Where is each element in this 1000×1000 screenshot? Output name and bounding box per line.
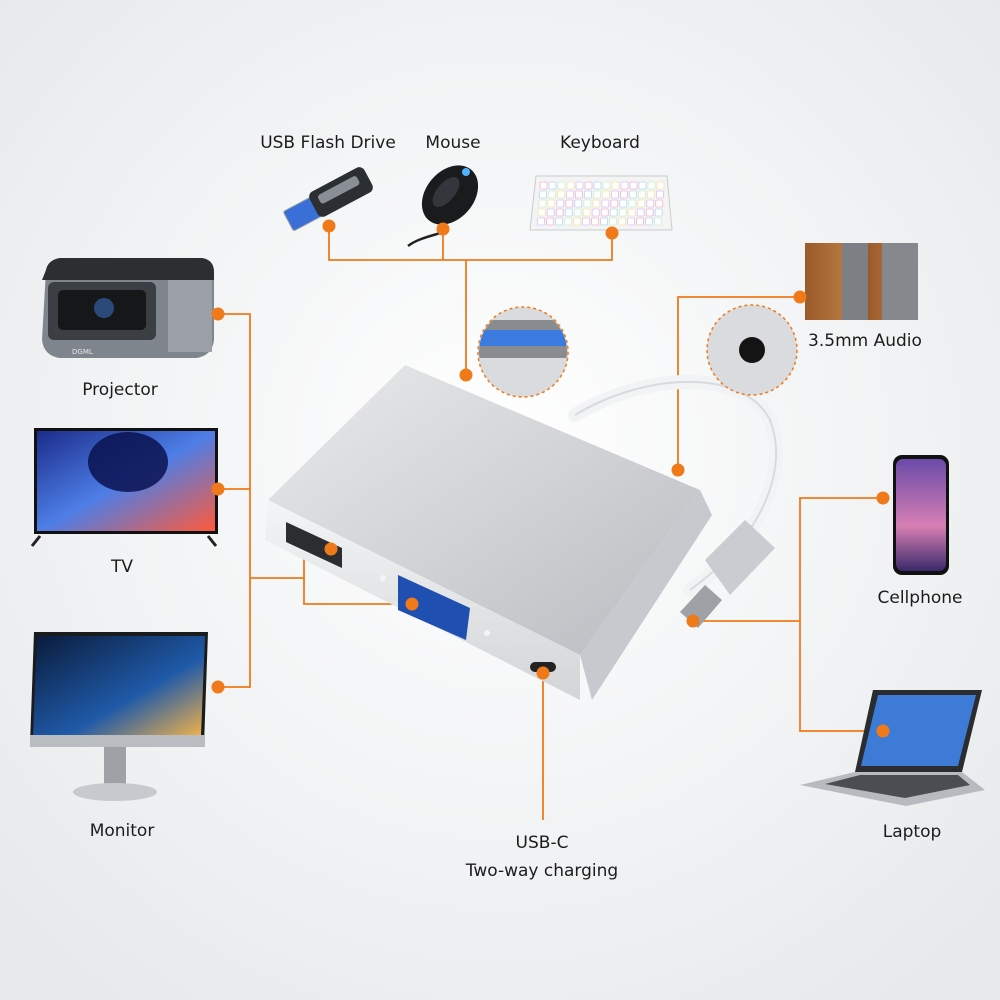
keyboard-key: [546, 208, 555, 217]
label-tv: TV: [110, 557, 133, 577]
keyboard-key: [627, 217, 635, 226]
keyboard-key: [636, 217, 644, 226]
keyboard-key: [573, 217, 581, 226]
mouse-icon: [407, 165, 479, 248]
keyboard-key: [575, 181, 584, 190]
usb-flash-drive-icon: [283, 167, 373, 231]
label-projector: Projector: [82, 380, 158, 400]
usb-port-closeup: [477, 306, 569, 398]
keyboard-key: [645, 217, 653, 226]
keyboard-key: [593, 181, 602, 190]
keyboard-key: [546, 217, 554, 226]
keyboard-key: [602, 181, 611, 190]
keyboard-key: [618, 217, 626, 226]
keyboard-key: [575, 190, 583, 199]
keyboard-key: [602, 190, 610, 199]
keyboard-key: [582, 217, 590, 226]
keyboard-key: [564, 217, 572, 226]
keyboard-key: [637, 199, 646, 208]
keyboard-key: [600, 208, 609, 217]
keyboard-key: [629, 190, 637, 199]
keyboard-key: [548, 190, 556, 199]
keyboard-key: [609, 217, 617, 226]
projector-icon: DGML: [42, 258, 214, 358]
keyboard-key: [610, 199, 619, 208]
keyboard-icon: [529, 175, 673, 231]
keyboard-key: [539, 190, 547, 199]
keyboard-key: [593, 190, 601, 199]
connector-lines: [218, 226, 883, 820]
keyboard-key: [611, 181, 620, 190]
audio-jack-closeup: [706, 304, 798, 396]
keyboard-key: [555, 217, 563, 226]
keyboard-key: [638, 181, 647, 190]
keyboard-key: [539, 181, 548, 190]
usb-c-adapter-hub: [265, 365, 784, 700]
keyboard-key: [656, 181, 665, 190]
label-two-way-charging: Two-way charging: [465, 861, 619, 881]
label-laptop: Laptop: [882, 822, 942, 842]
keyboard-key: [611, 190, 619, 199]
keyboard-key: [656, 190, 664, 199]
keyboard-key: [620, 181, 629, 190]
label-cellphone: Cellphone: [877, 588, 963, 608]
keyboard-key: [582, 208, 591, 217]
keyboard-key: [538, 199, 547, 208]
keyboard-key: [655, 199, 664, 208]
keyboard-key: [654, 217, 662, 226]
keyboard-key: [618, 208, 627, 217]
label-keyboard: Keyboard: [560, 133, 640, 153]
keyboard-key: [591, 208, 600, 217]
tv-icon: [30, 428, 218, 547]
keyboard-key: [537, 217, 545, 226]
keyboard-key: [556, 199, 565, 208]
keyboard-key: [638, 190, 646, 199]
keyboard-key: [584, 190, 592, 199]
keyboard-key: [537, 208, 546, 217]
keyboard-key: [647, 181, 656, 190]
keyboard-key: [547, 199, 556, 208]
keyboard-key: [619, 199, 628, 208]
keyboard-key: [573, 208, 582, 217]
keyboard-key: [609, 208, 618, 217]
laptop-icon: [800, 690, 985, 806]
connection-dots: [211, 219, 890, 738]
keyboard-key: [555, 208, 564, 217]
keyboard-key: [557, 190, 565, 199]
monitor-icon: [30, 632, 208, 801]
keyboard-key: [654, 208, 663, 217]
keyboard-key: [591, 217, 599, 226]
keyboard-key: [600, 217, 608, 226]
keyboard-key: [636, 208, 645, 217]
keyboard-key: [629, 181, 638, 190]
keyboard-key: [584, 181, 593, 190]
keyboard-key: [647, 190, 655, 199]
keyboard-key: [548, 181, 557, 190]
keyboard-key: [565, 199, 574, 208]
keyboard-key: [601, 199, 610, 208]
keyboard-key: [592, 199, 601, 208]
keyboard-key: [627, 208, 636, 217]
cellphone-icon: [893, 455, 949, 575]
label-usb-flash-drive: USB Flash Drive: [260, 133, 396, 153]
keyboard-key: [620, 190, 628, 199]
keyboard-key: [628, 199, 637, 208]
keyboard-key: [564, 208, 573, 217]
keyboard-key: [645, 208, 654, 217]
label-usb-c: USB-C: [515, 833, 569, 853]
keyboard-key: [646, 199, 655, 208]
label-3-5mm-audio: 3.5mm Audio: [808, 331, 922, 351]
keyboard-key: [574, 199, 583, 208]
projector-brand-text: DGML: [72, 348, 93, 356]
keyboard-key: [566, 190, 574, 199]
keyboard-key: [566, 181, 575, 190]
speakers-icon: [805, 243, 918, 320]
keyboard-key: [583, 199, 592, 208]
label-mouse: Mouse: [425, 133, 481, 153]
label-monitor: Monitor: [89, 821, 155, 841]
keyboard-key: [557, 181, 566, 190]
